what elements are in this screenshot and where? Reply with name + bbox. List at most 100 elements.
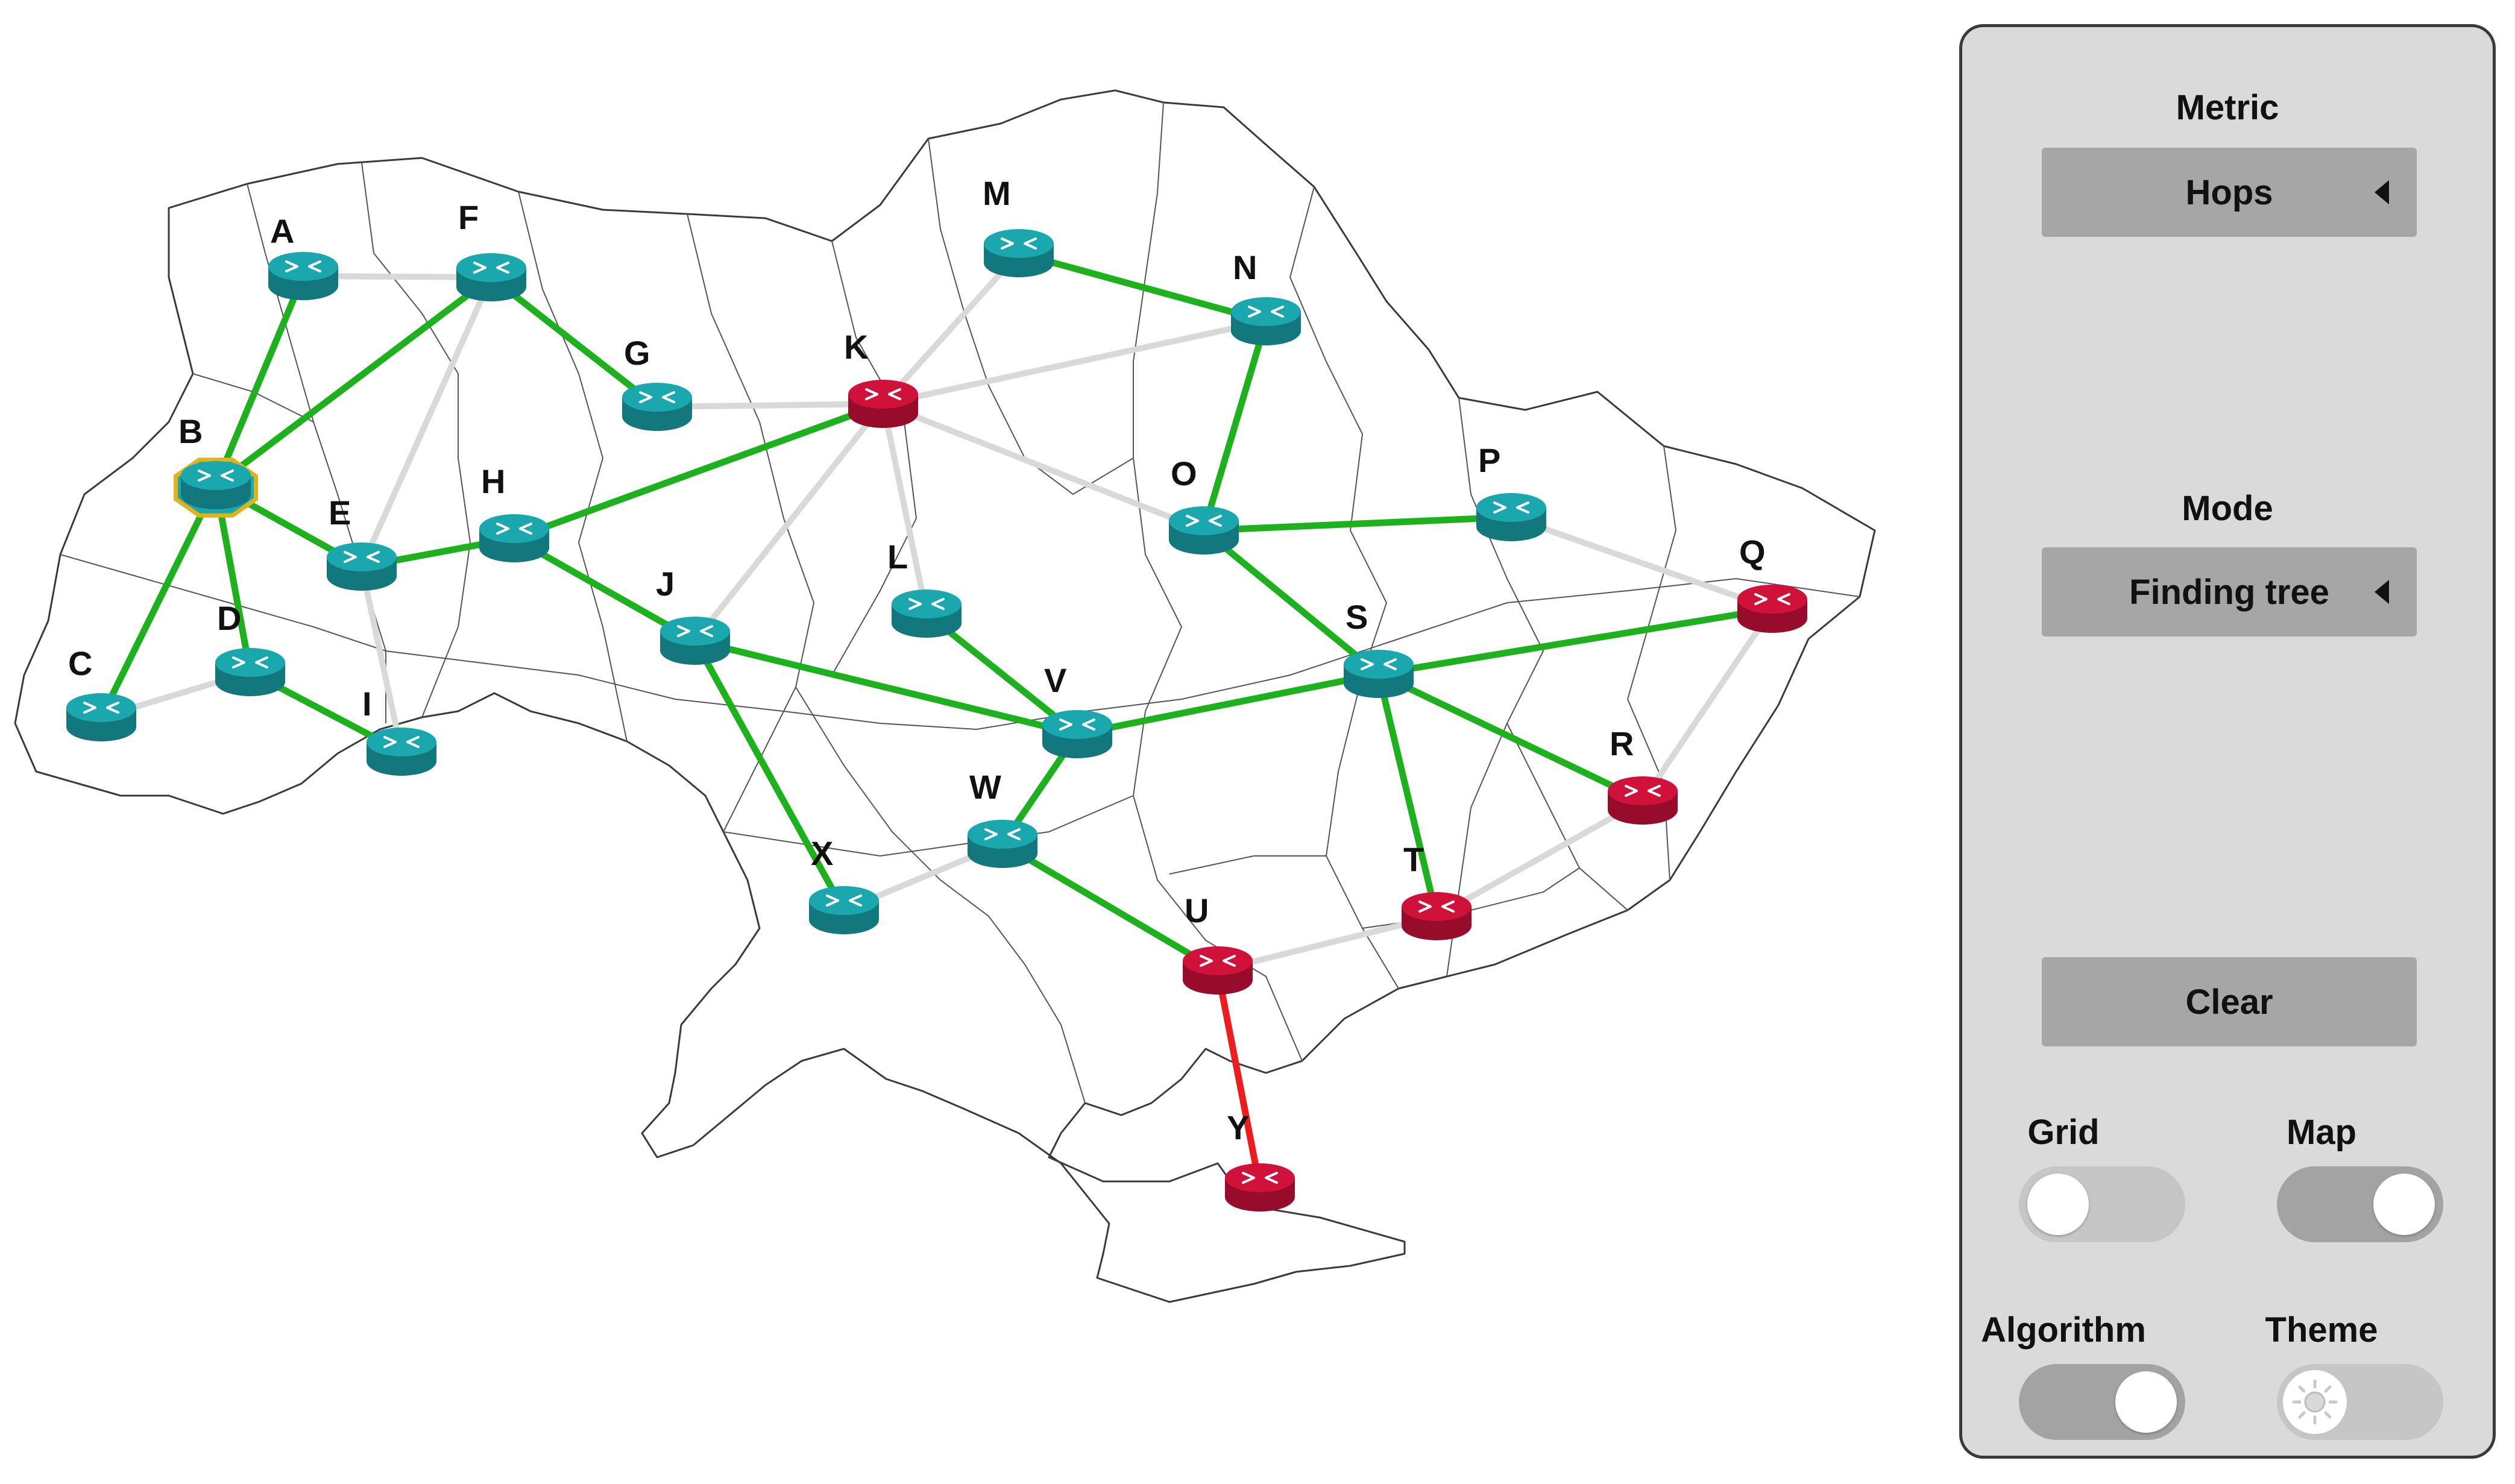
link-B-C[interactable] xyxy=(98,482,219,721)
link-W-U[interactable] xyxy=(999,840,1221,974)
link-L-V[interactable] xyxy=(923,610,1081,738)
router-arrow-stroke xyxy=(1493,501,1506,509)
router-arrow-stroke xyxy=(106,702,119,709)
router-V[interactable]: V xyxy=(1042,661,1112,758)
router-J[interactable]: J xyxy=(656,565,730,665)
theme-toggle[interactable] xyxy=(2277,1364,2443,1440)
router-arrow-stroke xyxy=(1754,598,1767,605)
router-top xyxy=(1169,506,1239,535)
router-H[interactable]: H xyxy=(479,462,549,562)
link-O-P[interactable] xyxy=(1200,514,1515,534)
router-arrows-icon xyxy=(473,262,509,274)
network-map[interactable]: A B C D E FGH I J K L M N O P QR S T U VWX Y xyxy=(0,0,1929,1484)
link-T-U[interactable] xyxy=(1215,913,1440,973)
router-label: D xyxy=(217,599,241,637)
router-arrow-stroke xyxy=(232,656,245,664)
router-N[interactable]: N xyxy=(1231,248,1301,345)
router-arrows-icon xyxy=(383,736,420,748)
router-I[interactable]: I xyxy=(362,685,436,776)
region-border-10 xyxy=(1446,397,1544,977)
router-O[interactable]: O xyxy=(1169,454,1239,555)
link-S-R[interactable] xyxy=(1375,670,1646,804)
router-arrow-stroke xyxy=(1265,1172,1278,1179)
grid-toggle[interactable] xyxy=(2019,1166,2185,1242)
router-B[interactable]: B xyxy=(174,412,258,518)
link-P-Q[interactable] xyxy=(1508,514,1775,612)
link-B-F[interactable] xyxy=(212,274,495,489)
clear-button[interactable]: Clear xyxy=(2042,957,2417,1046)
algorithm-toggle[interactable] xyxy=(2019,1364,2185,1440)
router-arrow-stroke xyxy=(1271,310,1284,318)
router-top xyxy=(809,886,879,915)
router-X[interactable]: X xyxy=(809,834,879,934)
link-M-K[interactable] xyxy=(880,250,1022,407)
router-label: K xyxy=(844,328,868,366)
router-K[interactable]: K xyxy=(844,328,918,428)
router-T[interactable]: T xyxy=(1402,840,1472,940)
link-R-T[interactable] xyxy=(1434,797,1646,919)
router-label: L xyxy=(887,538,908,576)
router-arrow-stroke xyxy=(255,661,268,668)
router-arrow-stroke xyxy=(662,391,675,398)
router-G[interactable]: G xyxy=(622,334,692,431)
link-N-O[interactable] xyxy=(1200,318,1270,534)
router-L[interactable]: L xyxy=(887,538,962,638)
router-arrow-stroke xyxy=(344,551,357,558)
router-C[interactable]: C xyxy=(66,644,136,741)
router-arrow-stroke xyxy=(519,527,532,535)
router-arrow-stroke xyxy=(1516,506,1529,514)
router-M[interactable]: M xyxy=(983,174,1054,277)
router-top xyxy=(892,590,962,618)
router-arrows-icon xyxy=(232,656,268,668)
link-Q-R[interactable] xyxy=(1640,606,1775,803)
router-label: P xyxy=(1478,441,1500,479)
router-label: C xyxy=(68,644,92,682)
link-B-A[interactable] xyxy=(212,272,307,489)
router-Q[interactable]: Q xyxy=(1737,533,1807,633)
link-K-L[interactable] xyxy=(880,401,930,617)
router-arrow-stroke xyxy=(1248,310,1261,318)
map-toggle[interactable] xyxy=(2277,1166,2443,1242)
link-M-N[interactable] xyxy=(1015,250,1270,325)
router-arrow-stroke xyxy=(1441,905,1455,913)
router-top xyxy=(1183,946,1253,975)
link-S-T[interactable] xyxy=(1375,670,1440,920)
router-arrow-stroke xyxy=(1209,515,1222,522)
link-U-Y[interactable] xyxy=(1214,967,1264,1191)
router-Y[interactable]: Y xyxy=(1225,1108,1295,1212)
router-A[interactable]: A xyxy=(268,212,338,300)
router-arrow-stroke xyxy=(1186,520,1199,527)
router-arrow-stroke xyxy=(1082,718,1095,726)
link-G-K[interactable] xyxy=(654,401,886,410)
router-label: B xyxy=(178,412,203,450)
router-E[interactable]: E xyxy=(327,494,397,591)
router-P[interactable]: P xyxy=(1476,441,1546,541)
router-D[interactable]: D xyxy=(215,599,285,696)
link-S-Q[interactable] xyxy=(1375,605,1776,678)
link-F-E[interactable] xyxy=(359,274,494,570)
router-arrow-stroke xyxy=(198,474,211,482)
link-V-S[interactable] xyxy=(1074,670,1382,738)
router-U[interactable]: U xyxy=(1183,891,1253,995)
link-J-X[interactable] xyxy=(691,637,848,914)
link-H-K[interactable] xyxy=(511,400,887,542)
mode-dropdown[interactable]: Finding tree xyxy=(2042,547,2417,637)
router-F[interactable]: F xyxy=(456,198,526,301)
link-J-V[interactable] xyxy=(691,637,1081,738)
link-K-O[interactable] xyxy=(880,401,1207,533)
link-K-N[interactable] xyxy=(880,318,1269,407)
router-S[interactable]: S xyxy=(1344,598,1414,698)
router-R[interactable]: R xyxy=(1608,725,1678,825)
link-O-S[interactable] xyxy=(1200,527,1382,678)
network-links xyxy=(98,250,1776,1191)
router-arrow-stroke xyxy=(406,736,420,743)
link-E-I[interactable] xyxy=(359,564,404,755)
link-F-G[interactable] xyxy=(488,274,661,410)
router-arrows-icon xyxy=(908,598,945,610)
link-H-J[interactable] xyxy=(511,535,699,644)
router-arrow-stroke xyxy=(83,706,96,714)
router-W[interactable]: W xyxy=(968,768,1037,868)
metric-dropdown[interactable]: Hops xyxy=(2042,148,2417,237)
link-K-J[interactable] xyxy=(692,401,886,644)
